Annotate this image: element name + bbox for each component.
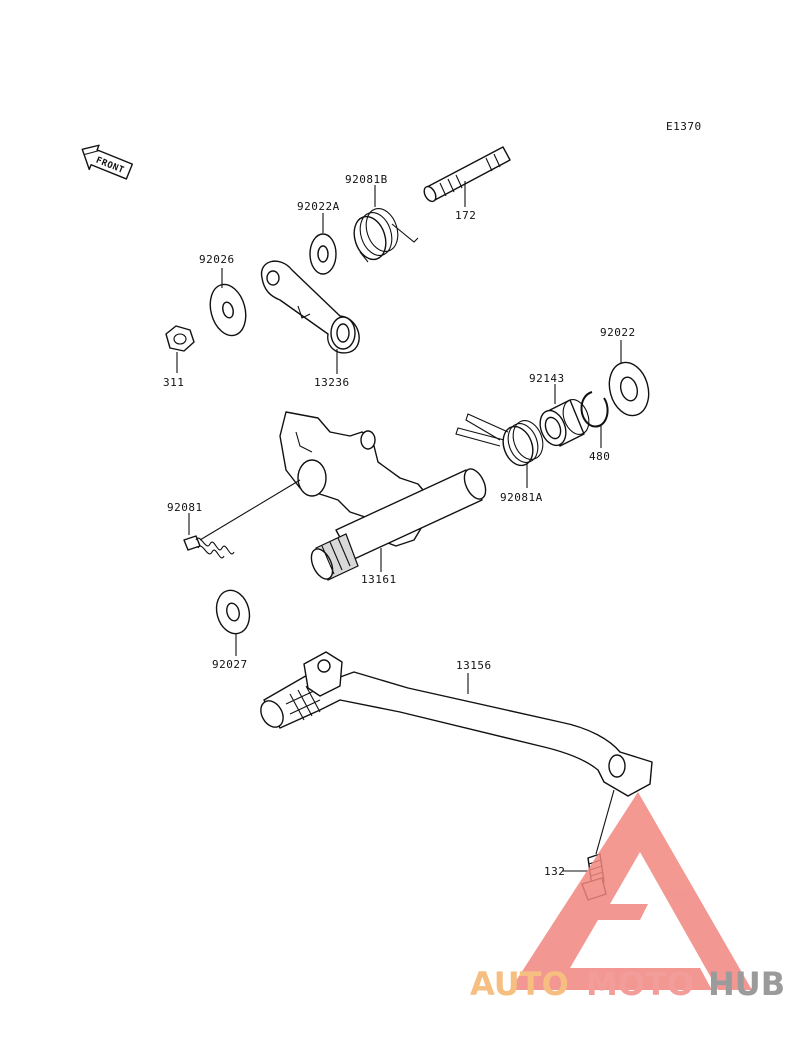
- part-480-drawing: [580, 391, 609, 428]
- front-arrow-icon: FRONT: [81, 144, 134, 180]
- part-311-drawing: [165, 325, 195, 352]
- label-480: 480: [589, 450, 610, 463]
- part-13156-drawing: [260, 651, 653, 797]
- label-13161: 13161: [361, 573, 397, 586]
- label-92022: 92022: [600, 326, 636, 339]
- logo-word-hub: HUB: [708, 965, 785, 1003]
- part-172-drawing: [423, 146, 511, 203]
- part-92022-drawing: [608, 361, 650, 417]
- part-92081B-drawing: [353, 208, 419, 263]
- logo-word-moto: MOTO: [586, 965, 694, 1003]
- label-172: 172: [455, 209, 476, 222]
- part-92081-drawing: [183, 479, 301, 559]
- label-13156: 13156: [456, 659, 492, 672]
- label-92143: 92143: [529, 372, 565, 385]
- automotohub-logo: AUTO MOTO HUB: [470, 792, 785, 1003]
- part-92143-drawing: [539, 399, 590, 447]
- label-92081A: 92081A: [500, 491, 543, 504]
- label-132: 132: [544, 865, 565, 878]
- part-92027-drawing: [215, 589, 251, 635]
- part-13161-drawing: [279, 411, 487, 581]
- label-92027: 92027: [212, 658, 248, 671]
- label-92081B: 92081B: [345, 173, 388, 186]
- part-13236-drawing: [260, 260, 360, 354]
- label-92026: 92026: [199, 253, 235, 266]
- diagram-code: E1370: [666, 120, 702, 133]
- label-13236: 13236: [314, 376, 350, 389]
- label-92022A: 92022A: [297, 200, 340, 213]
- part-92081A-drawing: [455, 413, 544, 467]
- part-92022A-drawing: [309, 233, 337, 275]
- logo-triangle-icon: [510, 792, 752, 990]
- label-92081: 92081: [167, 501, 203, 514]
- label-311: 311: [163, 376, 184, 389]
- part-92026-drawing: [209, 283, 247, 337]
- logo-word-auto: AUTO: [470, 965, 569, 1003]
